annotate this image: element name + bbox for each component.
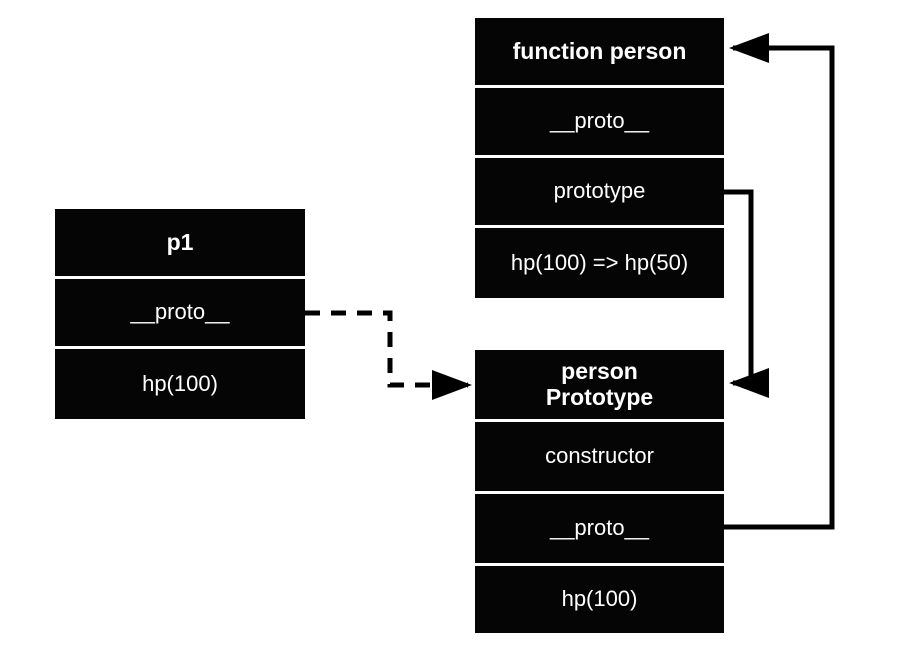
node-p1-row-hp: hp(100) <box>55 349 305 419</box>
node-function-person-row-prototype: prototype <box>475 158 724 228</box>
node-p1-header: p1 <box>55 209 305 279</box>
node-person-prototype-row-constructor: constructor <box>475 422 724 494</box>
node-p1[interactable]: p1 __proto__ hp(100) <box>55 209 305 419</box>
node-person-prototype-header: person Prototype <box>475 350 724 422</box>
node-p1-row-proto: __proto__ <box>55 279 305 349</box>
node-function-person-row-hp: hp(100) => hp(50) <box>475 228 724 298</box>
node-person-prototype-row-proto: __proto__ <box>475 494 724 566</box>
node-person-prototype[interactable]: person Prototype constructor __proto__ h… <box>475 350 724 633</box>
edge-person-prototype-proto-to-function-person <box>724 33 835 530</box>
edge-prototype-to-person-prototype <box>724 189 769 398</box>
node-function-person[interactable]: function person __proto__ prototype hp(1… <box>475 18 724 298</box>
node-function-person-row-proto: __proto__ <box>475 88 724 158</box>
node-function-person-header: function person <box>475 18 724 88</box>
edge-p1-proto-to-person-prototype <box>305 310 473 400</box>
node-person-prototype-row-hp: hp(100) <box>475 566 724 633</box>
